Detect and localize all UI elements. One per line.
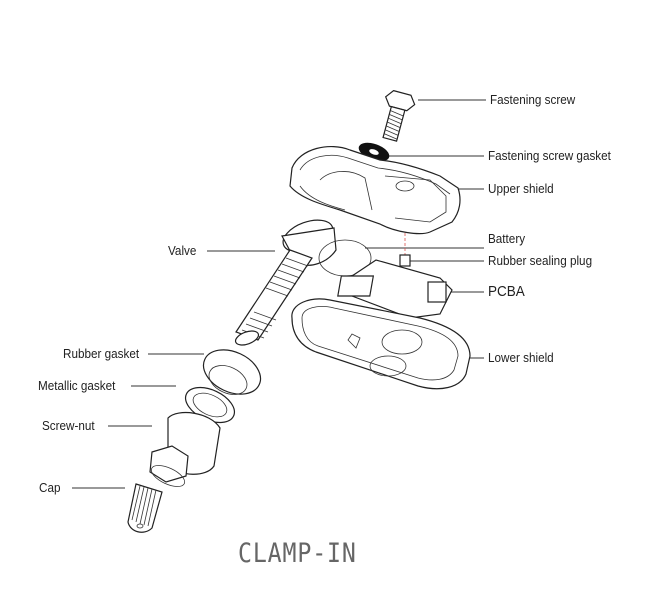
label-valve: Valve	[168, 243, 197, 258]
label-battery: Battery	[488, 231, 526, 246]
label-fastening-screw-gasket: Fastening screw gasket	[488, 148, 611, 163]
rubber-gasket-part	[202, 349, 262, 395]
pcba-part	[337, 259, 453, 319]
label-rubber-gasket: Rubber gasket	[63, 346, 140, 361]
cap-part	[127, 483, 163, 533]
upper-shield-part	[289, 146, 461, 235]
label-pcba: PCBA	[488, 283, 525, 300]
lower-shield-part	[291, 298, 471, 390]
valve-part	[234, 219, 372, 346]
label-cap: Cap	[39, 480, 61, 495]
label-fastening-screw: Fastening screw	[490, 92, 576, 107]
label-screw-nut: Screw-nut	[42, 418, 95, 433]
label-upper-shield: Upper shield	[488, 181, 554, 196]
label-lower-shield: Lower shield	[488, 350, 554, 365]
label-rubber-sealing-plug: Rubber sealing plug	[488, 253, 593, 268]
fastening-screw-part	[382, 89, 416, 142]
leader-lines	[72, 99, 486, 489]
label-metallic-gasket: Metallic gasket	[38, 378, 116, 393]
rubber-sealing-plug-part	[399, 254, 411, 267]
diagram-title: CLAMP-IN	[238, 538, 357, 569]
screw-nut-part	[149, 411, 221, 487]
